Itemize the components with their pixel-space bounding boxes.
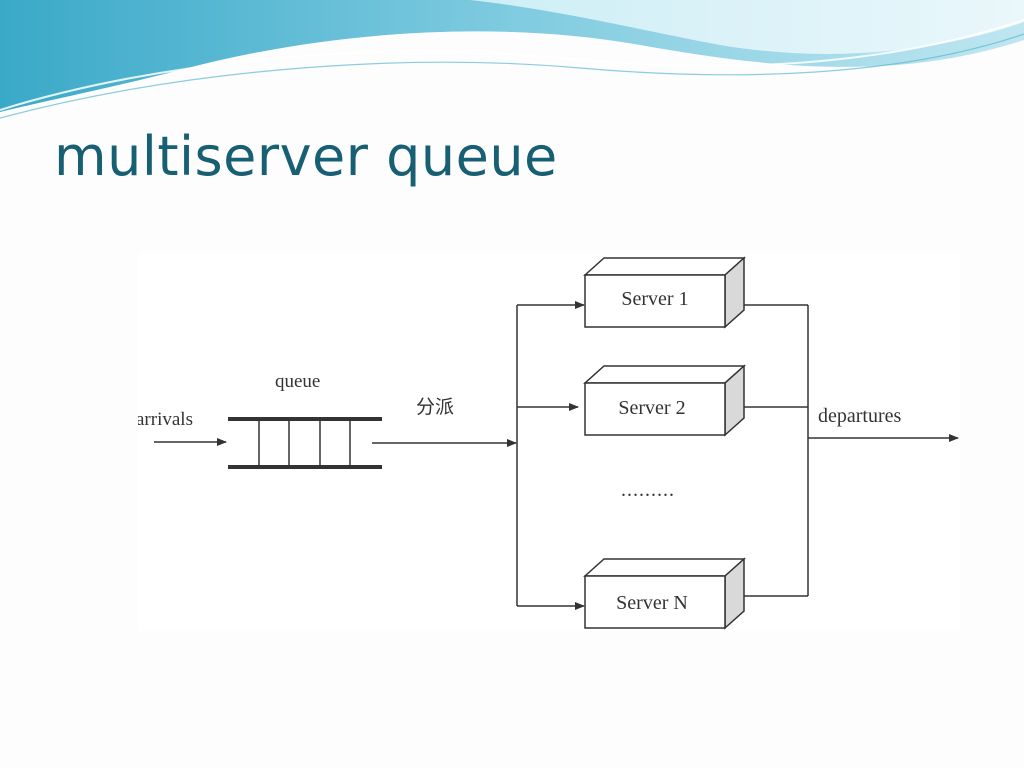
arrivals-label: arrivals <box>138 409 193 430</box>
server-2-box: Server 2 <box>583 364 746 437</box>
multiserver-queue-diagram: arrivals queue 分派 Server 1 <box>138 253 960 631</box>
more-servers-ellipsis: ......... <box>621 479 675 501</box>
header-wave-decoration <box>0 0 1024 119</box>
diagram-canvas: arrivals queue 分派 Server 1 <box>138 256 959 630</box>
queue-buffer <box>228 417 382 469</box>
server-1-box: Server 1 <box>583 256 746 329</box>
server-1-label: Server 1 <box>621 288 688 310</box>
server-2-label: Server 2 <box>618 397 685 419</box>
dispatch-label: 分派 <box>416 396 454 418</box>
departures-label: departures <box>818 405 902 427</box>
slide-title: multiserver queue <box>54 125 558 188</box>
server-n-label: Server N <box>616 592 688 614</box>
queue-label: queue <box>275 371 320 392</box>
server-n-box: Server N <box>583 557 746 630</box>
